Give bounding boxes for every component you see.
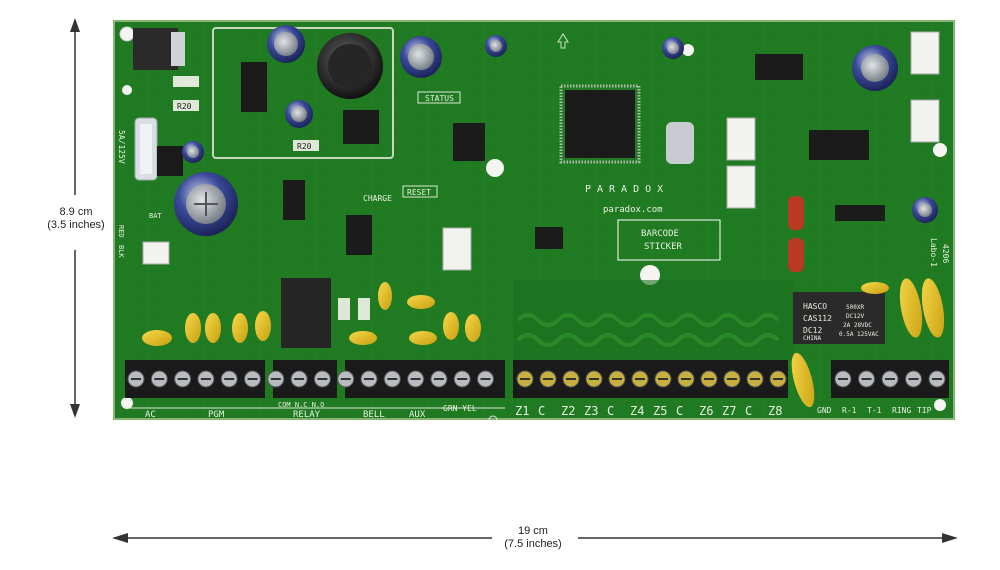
reset-label: RESET [407,188,431,197]
height-inches: (3.5 inches) [47,219,105,231]
terminal-screws-phone [834,370,946,388]
electrolytic-capacitors [174,25,938,236]
relay-rating-4: 0.5A 125VAC [839,331,879,338]
width-inches: (7.5 inches) [504,538,562,550]
width-dimension-arrow [112,533,958,543]
circuit-board: R20 R20 R20 5A/125V [113,20,955,420]
zone-terminal-label: C [745,404,752,418]
red-wire-label: RED [117,225,125,238]
relay-model: CAS112 [803,314,832,323]
terminal-screws-power [127,370,494,388]
terminal-label-aux: AUX [409,410,426,420]
board-revision-label: Labo-1 [929,238,938,267]
fuse-rating: 5A/125V [117,130,126,164]
zone-terminal-labels: Z1 C Z2 Z3 C Z4 Z5 C Z6 Z7 C Z8 [515,404,782,418]
battery-label: BAT [149,212,162,220]
relay-rating-2: DC12V [846,313,864,320]
zone-terminal-label: Z1 [515,404,529,418]
zone-terminal-label: Z2 [561,404,575,418]
resistors: R20 R20 R20 [173,76,370,320]
barcode-label-line1: BARCODE [641,229,679,239]
zone-terminal-label: Z7 [722,404,736,418]
black-wire-label: BLK [117,245,125,258]
terminal-block-zones [513,360,788,398]
main-microcontroller [565,90,635,158]
zone-terminal-label: C [676,404,683,418]
status-led-label: STATUS [425,94,454,103]
height-dimension-arrow [70,18,80,418]
zone-terminal-label: Z4 [630,404,644,418]
svg-text:R20: R20 [177,102,192,111]
terminal-label-pgm: PGM [208,410,225,420]
barcode-sticker-area [617,219,721,261]
height-dimension-label: 8.9 cm (3.5 inches) [40,206,112,232]
phone-terminal-label: T-1 [867,406,882,415]
terminal-label-grn-yel: GRN YEL [443,404,477,413]
brand-logo: PARADOX [585,184,669,195]
phone-terminal-label: GND [817,406,832,415]
relay-brand: HASCO [803,302,827,311]
yellow-varistors [142,278,945,408]
red-capacitor [788,238,804,272]
zone-terminal-label: C [607,404,614,418]
terminal-label-bell: BELL [363,410,385,420]
phone-terminal-labels: GND R-1 T-1 RING TIP [817,406,932,415]
zone-terminal-label: Z5 [653,404,667,418]
relay-rating-3: 2A 28VDC [843,322,872,329]
phone-terminal-label: RING [892,406,911,415]
fuse: 5A/125V [117,117,183,181]
telephone-relay [793,292,885,344]
width-dimension-label: 19 cm (7.5 inches) [498,525,568,551]
terminal-screws-zones [516,370,787,388]
white-header-connectors [142,31,940,271]
zone-terminal-label: C [538,404,545,418]
terminal-label-relay-contacts: COM N.C N.O [278,401,324,409]
brand-website: paradox.com [603,205,663,215]
barcode-label-line2: STICKER [644,242,683,252]
voltage-regulator [133,28,178,70]
phone-terminal-label: R-1 [842,406,857,415]
svg-text:R20: R20 [297,142,312,151]
height-cm: 8.9 cm [59,206,93,218]
relay-voltage: DC12 [803,326,822,335]
zone-terminal-label: Z6 [699,404,713,418]
charge-label: CHARGE [363,194,392,203]
zone-terminal-label: Z3 [584,404,598,418]
red-capacitor [788,196,804,230]
width-cm: 19 cm [518,525,548,537]
zone-terminal-label: Z8 [768,404,782,418]
svg-text:R20: R20 [177,78,192,87]
board-revision-number: 4206 [941,244,950,263]
zone-protection-components [513,280,793,360]
terminal-label-ac: AC [145,410,156,420]
integrated-circuits [241,54,885,348]
terminal-label-relay: RELAY [293,410,321,420]
crystal-oscillator [666,122,694,164]
relay-origin: CHINA [803,335,821,342]
relay-rating-1: S00XR [846,304,864,311]
phone-terminal-label: TIP [917,406,932,415]
